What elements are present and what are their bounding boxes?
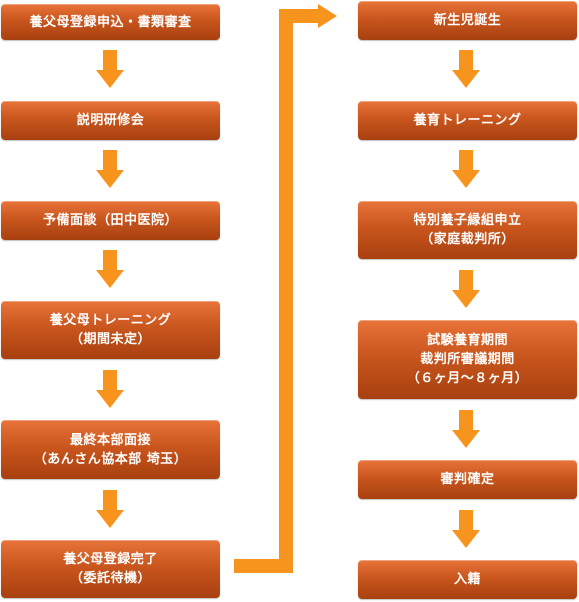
step-label-line1: 最終本部面接 bbox=[69, 432, 151, 448]
down-arrow-icon bbox=[452, 150, 480, 190]
down-arrow-icon bbox=[96, 50, 124, 90]
down-arrow-icon bbox=[452, 410, 480, 450]
step-label-line1: 養父母トレーニング bbox=[49, 313, 172, 328]
step-label: 養育トレーニング bbox=[413, 113, 522, 128]
step-registration-application: 養父母登録申込・書類審査 bbox=[1, 4, 220, 40]
step-label-line1: 養父母登録完了 bbox=[63, 552, 158, 567]
down-arrow-icon bbox=[96, 250, 124, 290]
down-arrow-icon bbox=[96, 150, 124, 190]
down-arrow-icon bbox=[452, 50, 480, 90]
down-arrow-icon bbox=[452, 510, 480, 550]
step-label-line1: 試験養育期間 bbox=[426, 333, 508, 348]
step-label: 説明研修会 bbox=[76, 113, 145, 128]
step-newborn-birth: 新生児誕生 bbox=[358, 1, 577, 40]
step-label: 入籍 bbox=[453, 572, 481, 587]
step-childcare-training: 養育トレーニング bbox=[358, 101, 577, 140]
step-preliminary-interview: 予備面談（田中医院） bbox=[1, 201, 220, 240]
step-label: 養父母登録申込・書類審査 bbox=[29, 14, 192, 30]
step-trial-period: 試験養育期間 裁判所審議期間 （６ヶ月〜８ヶ月） bbox=[358, 320, 577, 399]
step-label: 予備面談（田中医院） bbox=[42, 213, 178, 228]
step-final-interview: 最終本部面接 （あんさん協本部 埼玉） bbox=[1, 420, 220, 479]
connector-path bbox=[234, 9, 320, 573]
down-arrow-icon bbox=[452, 270, 480, 310]
step-registration-complete: 養父母登録完了 （委託待機） bbox=[1, 540, 220, 598]
step-adoption-petition: 特別養子縁組申立 （家庭裁判所） bbox=[358, 201, 577, 259]
step-label: 審判確定 bbox=[440, 472, 495, 487]
step-label: 新生児誕生 bbox=[433, 13, 502, 28]
step-label-line2: 裁判所審議期間 bbox=[420, 352, 515, 367]
step-orientation-seminar: 説明研修会 bbox=[1, 101, 220, 140]
connector-arrowhead-icon bbox=[318, 4, 337, 28]
step-label-line2: （あんさん協本部 埼玉） bbox=[33, 451, 188, 467]
step-label-line2: （期間未定） bbox=[69, 332, 151, 347]
step-label-line2: （家庭裁判所） bbox=[420, 232, 515, 247]
down-arrow-icon bbox=[96, 370, 124, 410]
step-family-registration: 入籍 bbox=[358, 560, 577, 599]
step-foster-parent-training: 養父母トレーニング （期間未定） bbox=[1, 301, 220, 359]
step-label-line3: （６ヶ月〜８ヶ月） bbox=[406, 371, 529, 386]
down-arrow-icon bbox=[96, 490, 124, 530]
step-label-line2: （委託待機） bbox=[69, 571, 151, 586]
step-label-line1: 特別養子縁組申立 bbox=[413, 213, 522, 228]
step-ruling-final: 審判確定 bbox=[358, 460, 577, 499]
